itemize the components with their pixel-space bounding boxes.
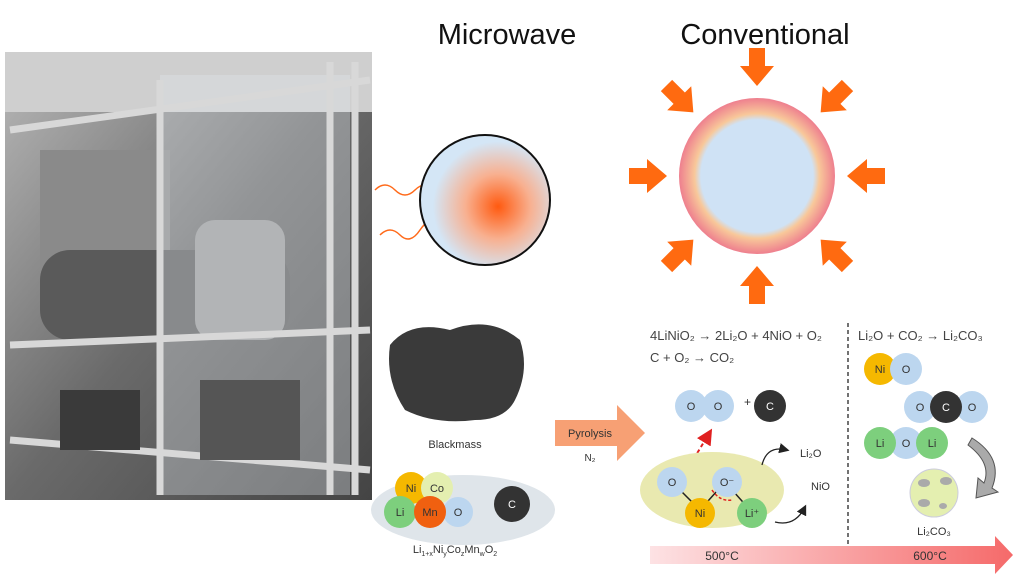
curved-arrow-icon [967,437,1000,499]
li2co3-particle [909,468,959,518]
atom-li: Li [384,496,416,528]
equipment-photo [5,52,372,500]
conventional-heated-particle [679,98,835,254]
svg-text:C: C [508,499,516,511]
pyrolysis-gas: N₂ [584,453,595,464]
svg-text:O: O [916,402,925,414]
svg-text:Ni: Ni [875,364,885,376]
heat-arrows-icon [629,48,885,304]
li2o-arrow [761,443,790,466]
svg-text:O: O [687,401,696,413]
blackmass-image [389,324,524,422]
atom-c: C [494,486,530,522]
temp-500: 500°C [705,549,739,563]
equation-1: 4LiNiO₂ → 2Li₂O + 4NiO + O₂ [650,328,822,343]
svg-text:C: C [942,402,950,414]
svg-text:Li: Li [396,507,405,519]
svg-text:O: O [968,402,977,414]
svg-text:O: O [902,364,911,376]
atom-o-minus: O⁻ [712,467,742,497]
nio-arrow [774,504,807,524]
cathode-formula: Li1+xNiyCozMnwO2 [413,544,497,558]
equation-2: C + O₂ → CO₂ [650,350,734,365]
atom-o: O [443,497,473,527]
microwave-title: Microwave [438,19,577,51]
atom-li-plus: Li⁺ [737,498,767,528]
product-li2o: Li₂O [800,448,822,460]
svg-text:Mn: Mn [422,507,437,519]
conventional-title: Conventional [680,19,849,51]
svg-text:Li⁺: Li⁺ [745,508,760,520]
product-li2co3: Li₂CO₃ [917,526,951,538]
plus-sign: + [744,395,751,409]
svg-text:O: O [714,401,723,413]
pyrolysis-arrow [555,405,645,461]
svg-text:O: O [454,507,463,519]
atom-ni: Ni [685,498,715,528]
temp-600: 600°C [913,549,947,563]
atom-ni: Ni [395,472,427,504]
temperature-arrow [650,536,1013,574]
equation-3: Li₂O + CO₂ → Li₂CO₃ [858,328,983,343]
bond-break-mark [711,489,733,502]
o2-molecule: O O [675,390,734,422]
blackmass-label: Blackmass [428,439,482,451]
atom-co: Co [421,472,453,504]
svg-text:Ni: Ni [695,508,705,520]
svg-text:O: O [668,477,677,489]
co2-molecule: O C O [904,391,988,423]
svg-text:C: C [766,401,774,413]
carbon-atom: C [754,390,786,422]
atom-mn: Mn [414,496,446,528]
svg-text:Co: Co [430,483,444,495]
nio-molecule: Ni O [864,353,922,385]
li2o-molecule: Li O Li [864,427,948,459]
pyrolysis-label: Pyrolysis [568,428,613,440]
product-nio: NiO [811,481,830,493]
svg-text:O: O [902,438,911,450]
atom-o: O [657,467,687,497]
svg-text:Ni: Ni [406,483,416,495]
microwave-heated-particle [419,134,551,266]
svg-text:Li: Li [876,438,885,450]
svg-text:O⁻: O⁻ [720,477,735,489]
svg-text:Li: Li [928,438,937,450]
